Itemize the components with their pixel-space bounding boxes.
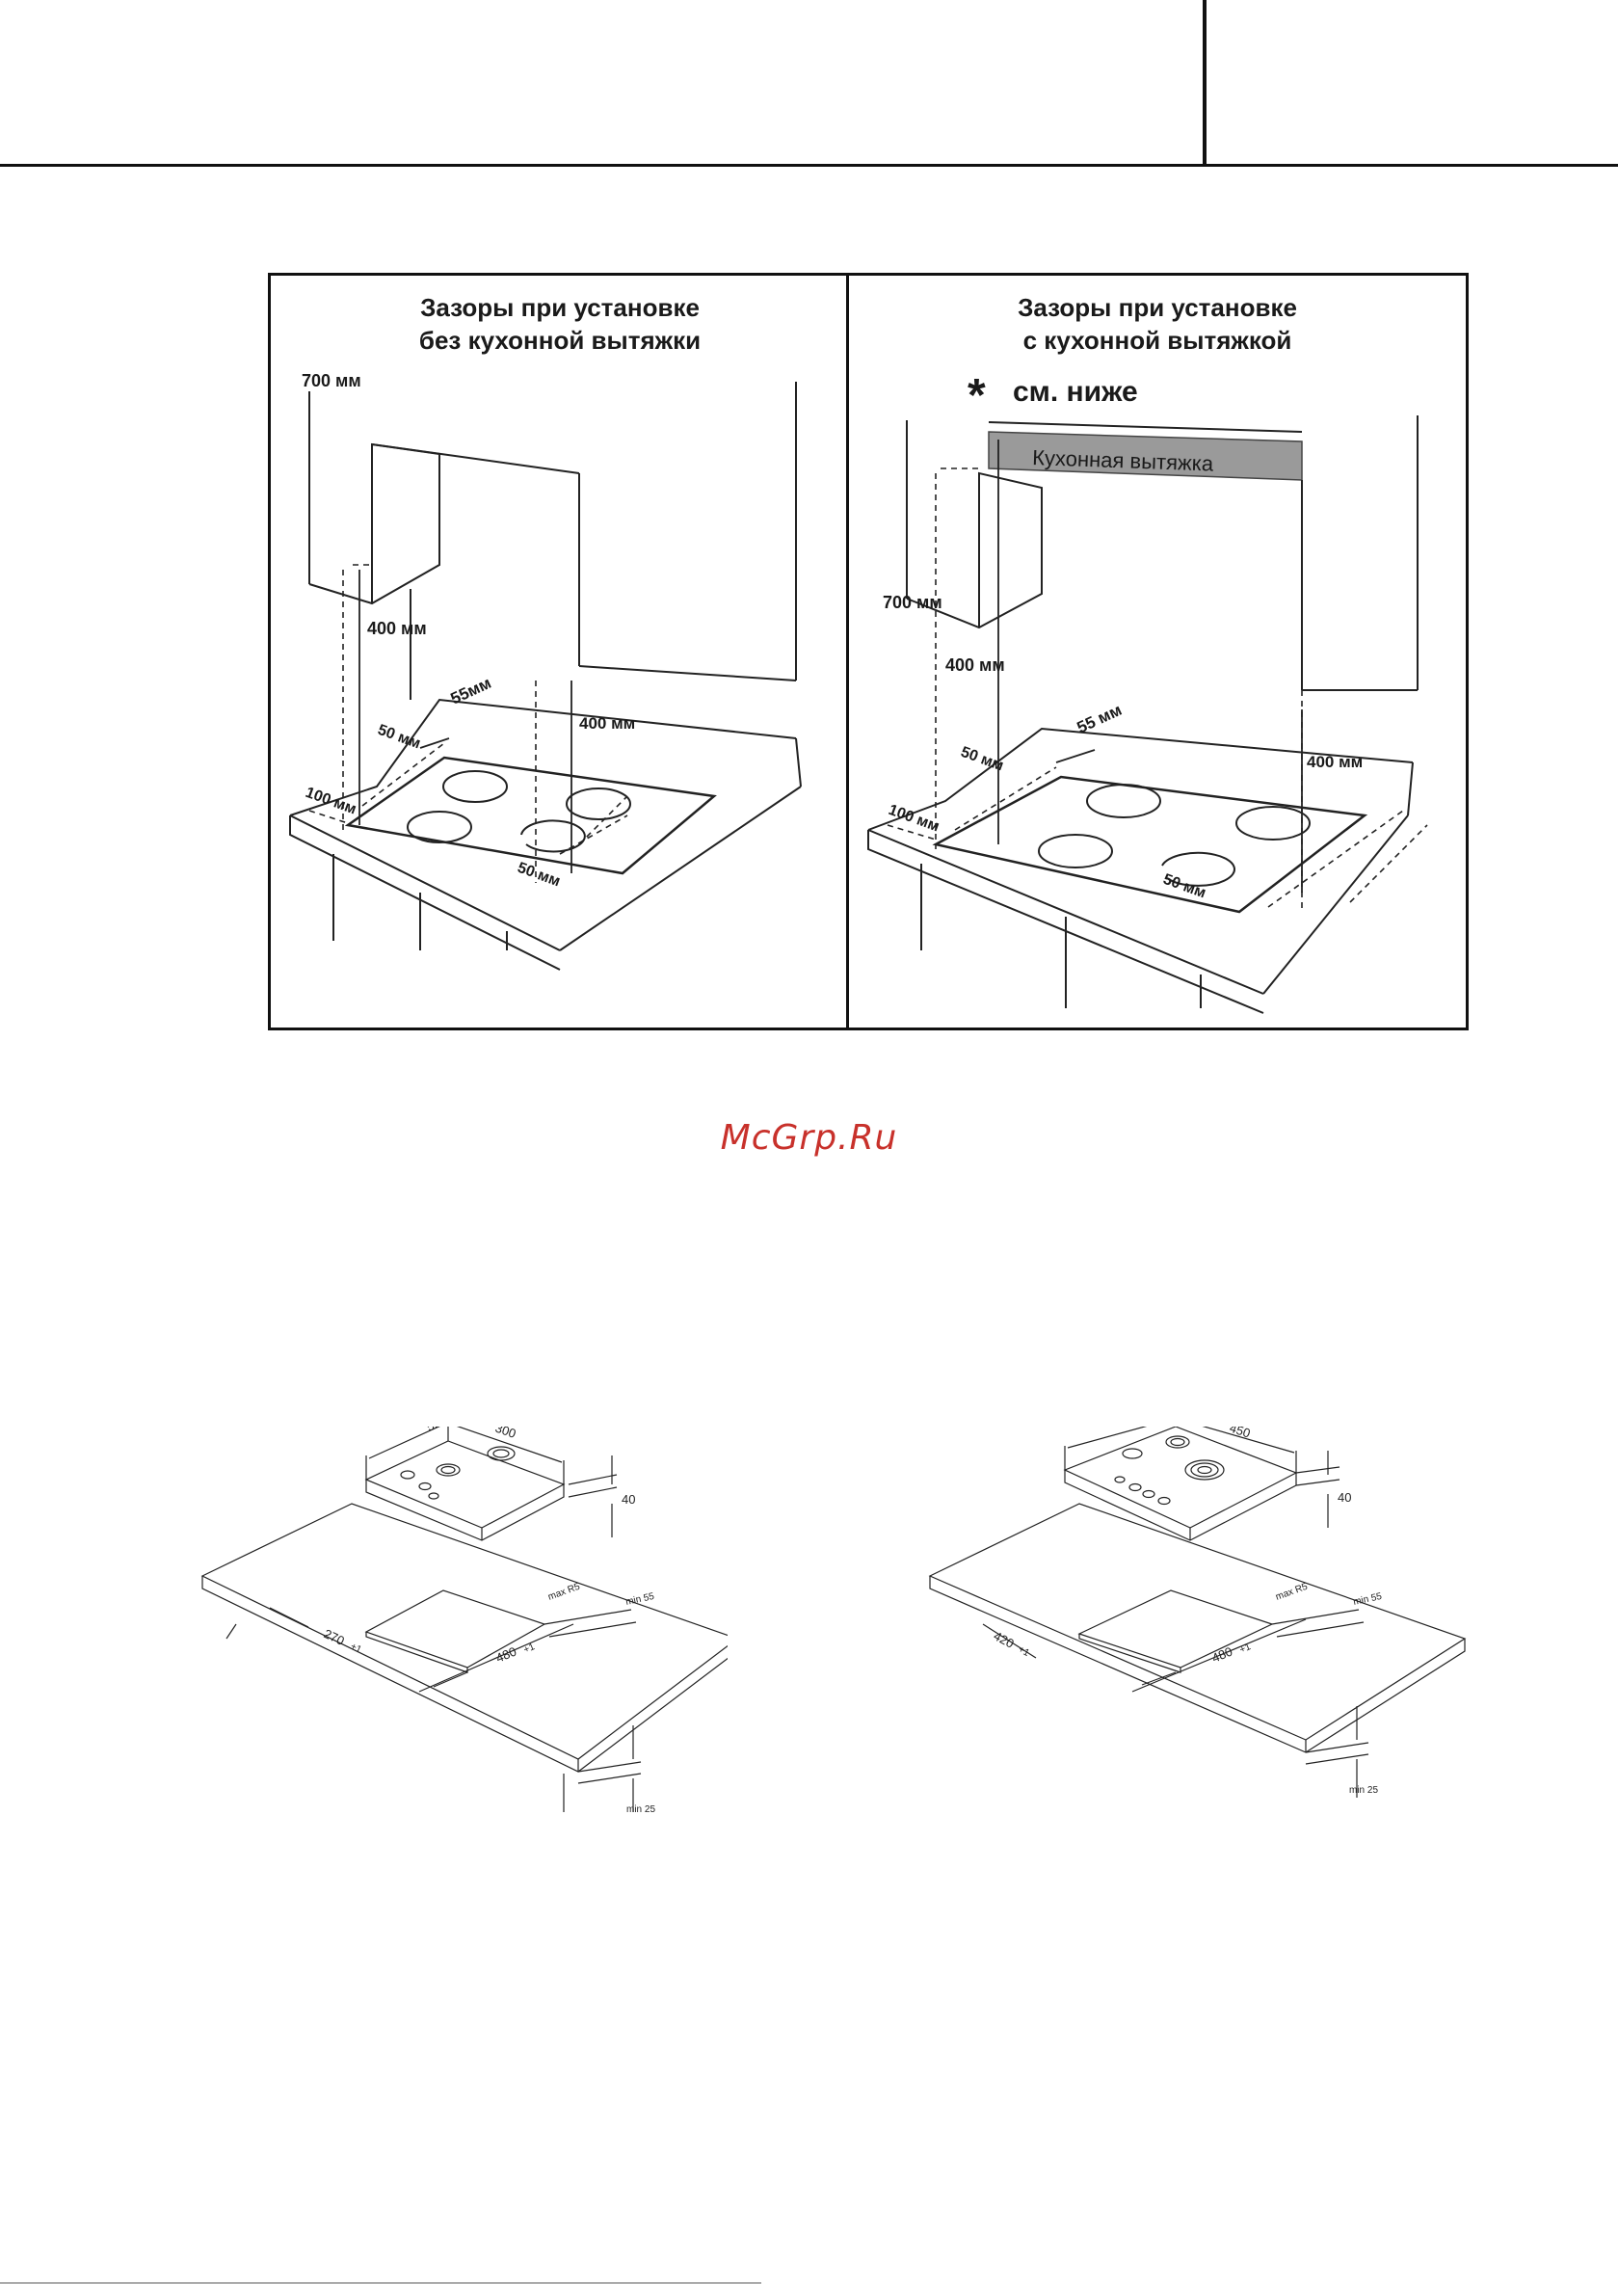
dim-width: 520	[424, 1427, 449, 1434]
asterisk-icon: *	[968, 370, 986, 421]
cutout-drawing-three-burner: 510 450 40 max R5 min 55 480 +1 420 +1 m…	[915, 1410, 1474, 1836]
dim-tolerance: +1	[1238, 1642, 1253, 1656]
header-divider	[1203, 0, 1207, 167]
clearance-illustration: * см. ниже Кухонная вытяжка	[867, 370, 1428, 1014]
header-rule	[0, 164, 1618, 167]
dim-depth: 450	[1228, 1427, 1252, 1441]
dim-tolerance: +1	[522, 1642, 537, 1656]
dim-100: 100 мм	[304, 785, 358, 818]
dim-50-top: 50 мм	[376, 722, 423, 753]
dim-400-left: 400 мм	[367, 619, 427, 638]
dim-width: 510	[1101, 1427, 1125, 1429]
dim-min25: min 25	[626, 1804, 655, 1815]
dim-400-left: 400 мм	[945, 655, 1005, 675]
panel-title: Зазоры при установке без кухонной вытяжк…	[271, 291, 849, 357]
dim-700: 700 мм	[302, 371, 361, 390]
panel-title-line2: с кухонной вытяжкой	[1022, 326, 1292, 355]
dim-min25: min 25	[1349, 1785, 1378, 1796]
panel-title-line1: Зазоры при установке	[420, 293, 700, 322]
clearance-panel-with-hood: Зазоры при установке с кухонной вытяжкой…	[846, 273, 1469, 1030]
dim-tolerance: +1	[349, 1642, 363, 1656]
dim-tolerance: +1	[1017, 1644, 1032, 1659]
panel-title-line1: Зазоры при установке	[1018, 293, 1297, 322]
dim-55: 55 мм	[1074, 701, 1125, 737]
clearance-panel-no-hood: Зазоры при установке без кухонной вытяжк…	[268, 273, 852, 1030]
see-below-note: см. ниже	[1013, 376, 1138, 408]
dim-50-bottom: 50 мм	[516, 860, 563, 891]
dim-400-right: 400 мм	[1307, 753, 1363, 771]
dim-depth: 300	[493, 1427, 517, 1441]
watermark: McGrp.Ru	[720, 1118, 898, 1158]
cutout-diagram: 510 450 40 max R5 min 55 480 +1 420 +1 m…	[928, 1410, 1467, 1798]
dim-700: 700 мм	[883, 593, 942, 612]
clearance-illustration: 700 мм 400 мм 400 мм 55мм 50 мм 100 мм 5…	[289, 371, 802, 971]
dim-400-right: 400 мм	[579, 714, 635, 733]
panel-title-line2: без кухонной вытяжки	[418, 326, 702, 355]
dim-height: 40	[622, 1492, 635, 1507]
dim-height: 40	[1338, 1490, 1351, 1505]
dim-100: 100 мм	[887, 802, 942, 836]
panel-title: Зазоры при установке с кухонной вытяжкой	[849, 291, 1466, 357]
cutout-drawing-two-burner: 520 300 40 max R5 min 55 480 +1 270 +1 m…	[188, 1412, 739, 1855]
cutout-diagram: 520 300 40 max R5 min 55 480 +1 270 +1 m…	[200, 1412, 739, 1815]
